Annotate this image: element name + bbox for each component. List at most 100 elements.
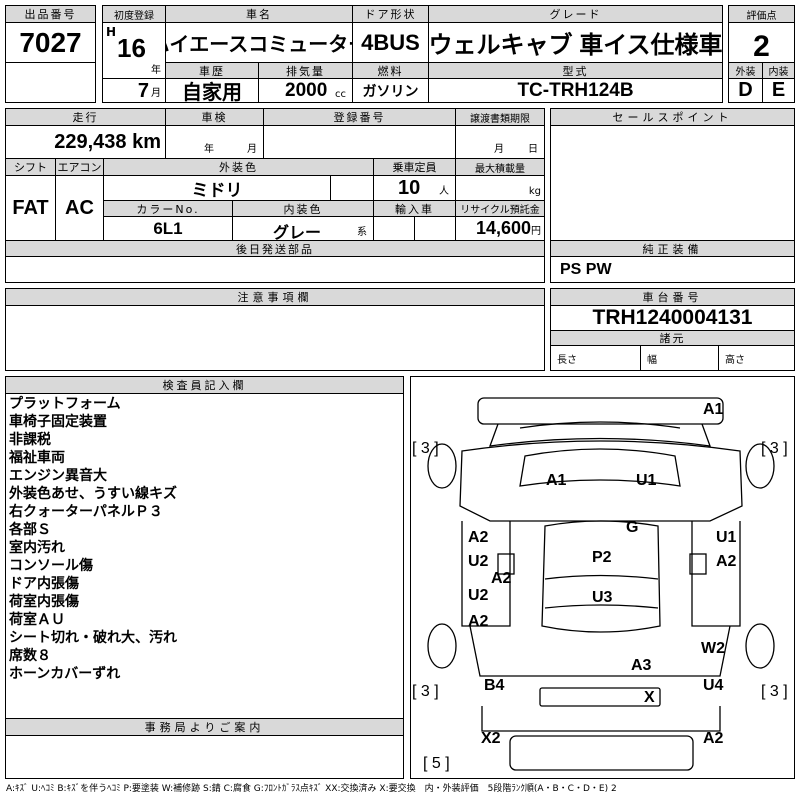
note-line: 荷室ＡＵ: [9, 612, 65, 628]
damage-mark: A3: [631, 657, 652, 674]
damage-mark: U1: [636, 472, 657, 489]
note-line: 室内汚れ: [9, 540, 65, 556]
door-type: 4BUS: [352, 22, 429, 63]
score: 2: [728, 22, 795, 63]
month-unit: 月: [151, 88, 161, 99]
interior-value: グレー: [273, 225, 322, 242]
ac-label: エアコン: [55, 158, 104, 176]
note-line: 席数８: [9, 648, 51, 664]
tire-rating: [ 3 ]: [412, 440, 439, 457]
damage-mark: A2: [468, 613, 489, 630]
import-label: 輸入車: [373, 200, 456, 217]
max-load: kg: [455, 175, 545, 201]
door-label: ドア形状: [352, 5, 429, 23]
inspector-label: 検査員記入欄: [5, 376, 404, 394]
import-b: [414, 216, 456, 241]
tire-rating: [ 5 ]: [423, 755, 450, 772]
reg-no-value: [263, 125, 456, 159]
inspection-month: 月: [247, 144, 257, 155]
tire-rating: [ 3 ]: [761, 440, 788, 457]
length-label: 長さ: [550, 345, 641, 371]
recycle: 14,600 円: [455, 216, 545, 241]
transfer-day: 日: [528, 144, 538, 155]
capacity-value: 10: [398, 177, 421, 199]
exterior-color: ミドリ: [103, 175, 331, 201]
chassis-label: 車台番号: [550, 288, 795, 306]
displacement-label: 排気量: [258, 62, 353, 79]
history-label: 車歴: [165, 62, 259, 79]
interior-suffix: 系: [357, 227, 367, 238]
note-line: コンソール傷: [9, 558, 93, 574]
note-line: 外装色あせ、うすい線キズ: [9, 486, 177, 502]
damage-mark: X2: [481, 730, 501, 747]
fuel-label: 燃料: [352, 62, 429, 79]
fuel: ガソリン: [352, 78, 429, 103]
damage-mark: A2: [716, 553, 737, 570]
first-reg-year: H 16 年: [102, 22, 166, 79]
load-label: 最大積載量: [455, 158, 545, 176]
first-reg-label: 初度登録: [102, 5, 166, 23]
chassis-number: TRH1240004131: [550, 305, 795, 331]
import-a: [373, 216, 415, 241]
transfer-label: 譲渡書類期限: [455, 108, 545, 126]
interior-label: 内装色: [232, 200, 374, 217]
note-line: 非課税: [9, 432, 51, 448]
equipment: PS PW: [550, 256, 795, 283]
model-label: 型式: [428, 62, 723, 79]
inspector-notes: プラットフォーム 車椅子固定装置 非課税 福祉車両 エンジン異音大 外装色あせ、…: [9, 395, 177, 683]
equip-label: 純正装備: [550, 240, 795, 257]
name-label: 車名: [165, 5, 353, 23]
damage-mark: U2: [468, 553, 489, 570]
damage-mark: B4: [484, 677, 505, 694]
ext-score: D: [728, 78, 763, 103]
damage-mark: A2: [468, 529, 489, 546]
car-diagram: A1 A1 U1 G P2 U3 A2 U2 A2 U2 A2 U1 A2 W2…: [410, 376, 795, 779]
sales-label: セールスポイント: [550, 108, 795, 126]
mileage: 229,438 km: [5, 125, 166, 159]
inspection-label: 車検: [165, 108, 264, 126]
grade: ウェルキャブ 車イス仕様車: [428, 22, 723, 63]
color-extra: [330, 175, 374, 201]
note-line: 荷室内張傷: [9, 594, 79, 610]
note-line: 右クォーターパネルＰ３: [9, 504, 163, 520]
first-reg-month: 7 月: [102, 78, 166, 103]
color-no-label: カラーNo.: [103, 200, 233, 217]
capacity: 10 人: [373, 175, 456, 201]
sales-body: [550, 125, 795, 241]
damage-mark: A1: [546, 472, 567, 489]
width-label: 幅: [640, 345, 719, 371]
damage-mark: W2: [701, 640, 725, 657]
later-parts-label: 後日発送部品: [5, 240, 545, 257]
color-no: 6L1: [103, 216, 233, 241]
load-unit: kg: [528, 186, 541, 197]
note-line: ホーンカバーずれ: [9, 666, 121, 682]
legend: A:ｷｽﾞ U:ﾍｺﾐ B:ｷｽﾞを伴うﾍｺﾐ P:要塗装 W:補修跡 S:錆 …: [6, 784, 617, 794]
shift: FAT: [5, 175, 56, 241]
note-line: ドア内張傷: [9, 576, 79, 592]
damage-mark: U1: [716, 529, 737, 546]
note-line: 各部Ｓ: [9, 522, 51, 538]
spec-label: 諸元: [550, 330, 795, 346]
history: 自家用: [165, 78, 259, 103]
damage-mark: A1: [703, 401, 724, 418]
inspector-box: [5, 376, 404, 779]
note-line: シート切れ・破れ大、汚れ: [9, 630, 177, 646]
lot-number: 7027: [5, 22, 96, 63]
mileage-label: 走行: [5, 108, 166, 126]
recycle-label: リサイクル預託金: [455, 200, 545, 217]
model: TC-TRH124B: [428, 78, 723, 103]
note-line: プラットフォーム: [9, 396, 121, 412]
damage-mark: A2: [703, 730, 724, 747]
damage-mark: U2: [468, 587, 489, 604]
displacement-unit: cc: [335, 89, 346, 100]
recycle-value: 14,600: [475, 218, 531, 238]
inspection-value: 年 月: [165, 125, 264, 159]
displacement: 2000 cc: [258, 78, 353, 103]
inspection-year: 年: [204, 144, 214, 155]
tire-rating: [ 3 ]: [761, 683, 788, 700]
notes-body: [5, 305, 545, 371]
int-label: 内装: [762, 62, 795, 79]
color-label: 外装色: [103, 158, 374, 176]
later-parts-body: [5, 256, 545, 283]
grade-label: グレード: [428, 5, 723, 23]
